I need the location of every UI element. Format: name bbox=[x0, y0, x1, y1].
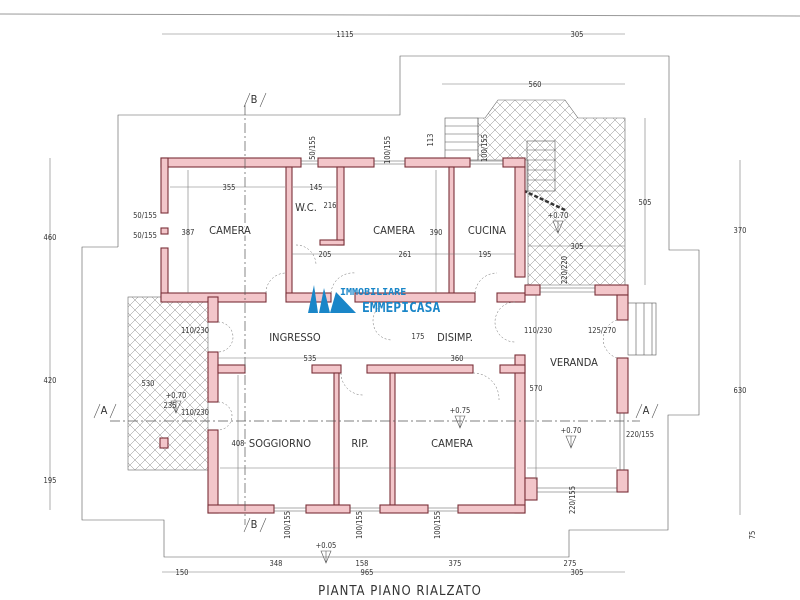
dimension-label: 570 bbox=[530, 384, 543, 393]
room-label: CUCINA bbox=[468, 224, 506, 237]
dimension-label: 355 bbox=[223, 183, 236, 192]
opening-label: 100/155 bbox=[283, 511, 292, 539]
dimension-label: 216 bbox=[324, 201, 337, 210]
dimension-label: 408 bbox=[232, 439, 245, 448]
dimension-label: 75 bbox=[748, 531, 757, 540]
dimension-label: 375 bbox=[449, 559, 462, 568]
dimension-label: 370 bbox=[734, 226, 747, 235]
room-label: VERANDA bbox=[550, 356, 598, 369]
room-label: DISIMP. bbox=[437, 331, 473, 344]
section-arrow-icon bbox=[243, 92, 267, 108]
opening-label: 110/230 bbox=[181, 408, 209, 417]
dimension-label: 150 bbox=[176, 568, 189, 577]
dimension-label: 305 bbox=[571, 30, 584, 39]
opening-label: 220/155 bbox=[626, 430, 654, 439]
kitchen-dashed-line bbox=[517, 186, 566, 212]
dimension-label: 460 bbox=[44, 233, 57, 242]
elevation-label: +0.70 bbox=[166, 391, 187, 400]
logo-sails-icon bbox=[308, 285, 356, 313]
elevation-label: +0.05 bbox=[316, 541, 337, 550]
room-label: W.C. bbox=[295, 201, 317, 214]
walls bbox=[160, 157, 629, 514]
terrace-left bbox=[127, 296, 209, 471]
opening-label: 220/220 bbox=[560, 256, 569, 284]
dimension-label: 360 bbox=[451, 354, 464, 363]
section-arrow-icon bbox=[93, 403, 117, 419]
section-mark-label: A bbox=[643, 404, 650, 417]
room-label: INGRESSO bbox=[269, 331, 321, 344]
dimension-label: 305 bbox=[571, 568, 584, 577]
opening-label: 50/155 bbox=[133, 211, 157, 220]
dimension-label: 175 bbox=[412, 332, 425, 341]
opening-label: 125/270 bbox=[588, 326, 616, 335]
plan-title: PIANTA PIANO RIALZATO bbox=[318, 584, 482, 599]
room-label: CAMERA bbox=[373, 224, 415, 237]
dimension-label: 205 bbox=[319, 250, 332, 259]
windows bbox=[274, 160, 625, 512]
dimension-label: 275 bbox=[564, 559, 577, 568]
dimension-label: 1115 bbox=[336, 30, 353, 39]
stairs-right bbox=[627, 302, 657, 356]
terrace-top-right bbox=[477, 99, 626, 286]
opening-label: 50/155 bbox=[133, 231, 157, 240]
opening-label: 100/155 bbox=[355, 511, 364, 539]
dimension-label: 387 bbox=[182, 228, 195, 237]
opening-label: 110/230 bbox=[181, 326, 209, 335]
room-label: CAMERA bbox=[431, 437, 473, 450]
dimension-label: 235 bbox=[164, 401, 177, 410]
elevation-marker-icon bbox=[565, 435, 577, 449]
stairs-top bbox=[444, 117, 556, 192]
section-mark-label: A bbox=[101, 404, 108, 417]
site-boundary bbox=[81, 55, 700, 558]
section-mark-label: B bbox=[251, 518, 258, 531]
opening-label: 220/155 bbox=[568, 486, 577, 514]
chimney bbox=[159, 437, 169, 449]
opening-label: 100/155 bbox=[480, 134, 489, 162]
elevation-marker-icon bbox=[454, 415, 466, 429]
page-border bbox=[0, 13, 800, 17]
room-label: CAMERA bbox=[209, 224, 251, 237]
opening-label: 50/155 bbox=[308, 136, 317, 160]
elevation-label: +0.70 bbox=[561, 426, 582, 435]
dimension-label: 535 bbox=[304, 354, 317, 363]
room-label: SOGGIORNO bbox=[249, 437, 311, 450]
dimension-label: 965 bbox=[361, 568, 374, 577]
dimension-label: 505 bbox=[639, 198, 652, 207]
dimension-label: 113 bbox=[426, 134, 435, 147]
logo-line1: IMMOBILIARE bbox=[340, 287, 406, 298]
elevation-marker-icon bbox=[170, 400, 182, 414]
section-arrow-icon bbox=[635, 403, 659, 419]
section-mark-label: B bbox=[251, 93, 258, 106]
dimension-lines bbox=[49, 33, 741, 573]
agency-logo[interactable]: IMMOBILIARE EMMEPICASA bbox=[308, 285, 440, 316]
dimension-label: 348 bbox=[270, 559, 283, 568]
dimension-label: 420 bbox=[44, 376, 57, 385]
opening-label: 110/230 bbox=[524, 326, 552, 335]
dimension-label: 530 bbox=[142, 379, 155, 388]
dimension-label: 145 bbox=[310, 183, 323, 192]
dimension-label: 305 bbox=[571, 242, 584, 251]
section-arrow-icon bbox=[243, 517, 267, 533]
dimension-label: 560 bbox=[529, 80, 542, 89]
dimension-label: 195 bbox=[479, 250, 492, 259]
dimension-label: 195 bbox=[44, 476, 57, 485]
dimension-label: 390 bbox=[430, 228, 443, 237]
elevation-label: +0.70 bbox=[548, 211, 569, 220]
room-label: RIP. bbox=[351, 437, 368, 450]
opening-label: 100/155 bbox=[383, 136, 392, 164]
dimension-label: 630 bbox=[734, 386, 747, 395]
logo-line2: EMMEPICASA bbox=[362, 301, 440, 316]
dimension-label: 261 bbox=[399, 250, 412, 259]
elevation-label: +0.75 bbox=[450, 406, 471, 415]
door-swings bbox=[217, 244, 618, 431]
elevation-marker-icon bbox=[320, 550, 332, 564]
elevation-marker-icon bbox=[552, 220, 564, 234]
dimension-label: 158 bbox=[356, 559, 369, 568]
opening-label: 100/155 bbox=[433, 511, 442, 539]
